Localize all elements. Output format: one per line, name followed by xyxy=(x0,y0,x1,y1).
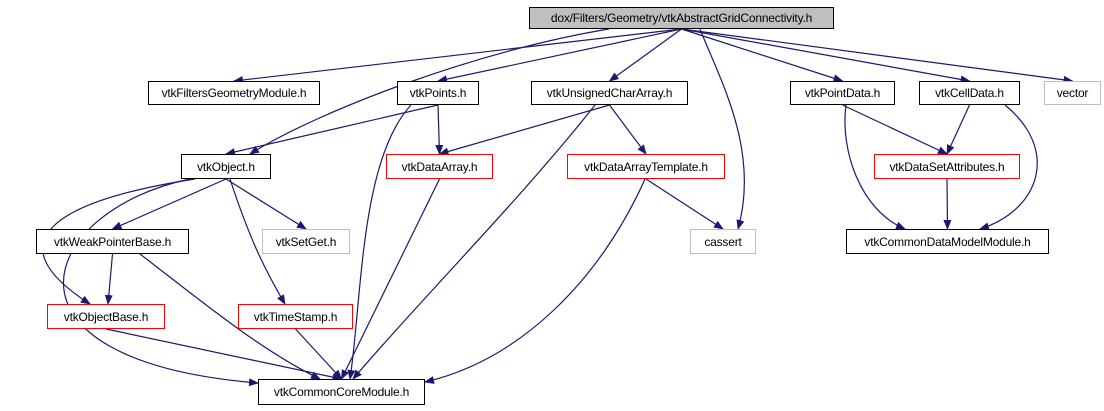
node-vtkobject[interactable]: vtkObject.h xyxy=(181,154,271,179)
edge-points-object xyxy=(225,104,439,156)
node-root-file[interactable]: dox/Filters/Geometry/vtkAbstractGridConn… xyxy=(529,7,834,29)
edge-tstamp-ccm xyxy=(295,328,343,380)
edge-root-cdata xyxy=(681,28,971,84)
edge-wpb-objbase xyxy=(104,253,114,305)
edge-root-points xyxy=(437,28,682,84)
node-vtkcommondatamodelmodule[interactable]: vtkCommonDataModelModule.h xyxy=(846,229,1049,254)
node-vtkdataarray[interactable]: vtkDataArray.h xyxy=(386,154,493,179)
edge-root-ucarr xyxy=(608,28,682,82)
edge-object-tstamp xyxy=(229,178,286,305)
edge-cdata-cdmm xyxy=(979,104,1038,231)
edge-root-cassert xyxy=(699,28,746,230)
edge-points-darr xyxy=(435,104,444,155)
edge-wpb-ccm xyxy=(139,253,321,380)
node-vtkfiltersgeometrymodule[interactable]: vtkFiltersGeometryModule.h xyxy=(148,81,320,105)
edge-ucarr-darr xyxy=(438,104,610,156)
node-vtkdataarraytemplate[interactable]: vtkDataArrayTemplate.h xyxy=(567,154,725,179)
edge-points-ccm xyxy=(347,104,412,380)
node-cassert: cassert xyxy=(690,229,756,254)
edge-pdata-dsattr xyxy=(842,104,948,155)
node-vtkcommoncoremodule[interactable]: vtkCommonCoreModule.h xyxy=(258,379,425,405)
node-vtkpoints[interactable]: vtkPoints.h xyxy=(397,81,479,105)
edge-object-setget xyxy=(225,178,307,230)
node-vtkdatasetattributes[interactable]: vtkDataSetAttributes.h xyxy=(874,154,1020,179)
graph-edges xyxy=(42,28,1074,387)
node-vtkobjectbase[interactable]: vtkObjectBase.h xyxy=(47,304,165,329)
edge-ucarr-ccm xyxy=(352,104,596,380)
edge-root-fgm xyxy=(233,28,682,84)
edge-dsattr-cdmm xyxy=(943,178,952,230)
node-vtkweakpointerbase[interactable]: vtkWeakPointerBase.h xyxy=(36,229,189,254)
node-vtkpointdata[interactable]: vtkPointData.h xyxy=(790,81,895,105)
node-vtkunsignedchararray[interactable]: vtkUnsignedCharArray.h xyxy=(531,81,688,105)
node-vtktimestamp[interactable]: vtkTimeStamp.h xyxy=(238,304,353,329)
edge-darr-ccm xyxy=(340,178,441,380)
node-vtksetget: vtkSetGet.h xyxy=(262,229,350,254)
edge-ucarr-darrt xyxy=(609,104,647,155)
edge-object-wpb xyxy=(111,178,227,230)
node-vector: vector xyxy=(1044,81,1101,105)
edge-root-pdata xyxy=(681,28,844,83)
edge-darrt-cassert xyxy=(645,178,724,230)
edge-object-objbase xyxy=(42,178,196,305)
node-vtkcelldata[interactable]: vtkCellData.h xyxy=(919,81,1020,105)
edge-objbase-ccm xyxy=(105,328,343,382)
edge-cdata-dsattr xyxy=(946,104,971,155)
edge-pdata-cdmm xyxy=(844,104,906,230)
edge-object-ccm xyxy=(63,178,259,387)
edge-darrt-ccm xyxy=(424,178,646,384)
edge-root-vector xyxy=(681,28,1074,84)
